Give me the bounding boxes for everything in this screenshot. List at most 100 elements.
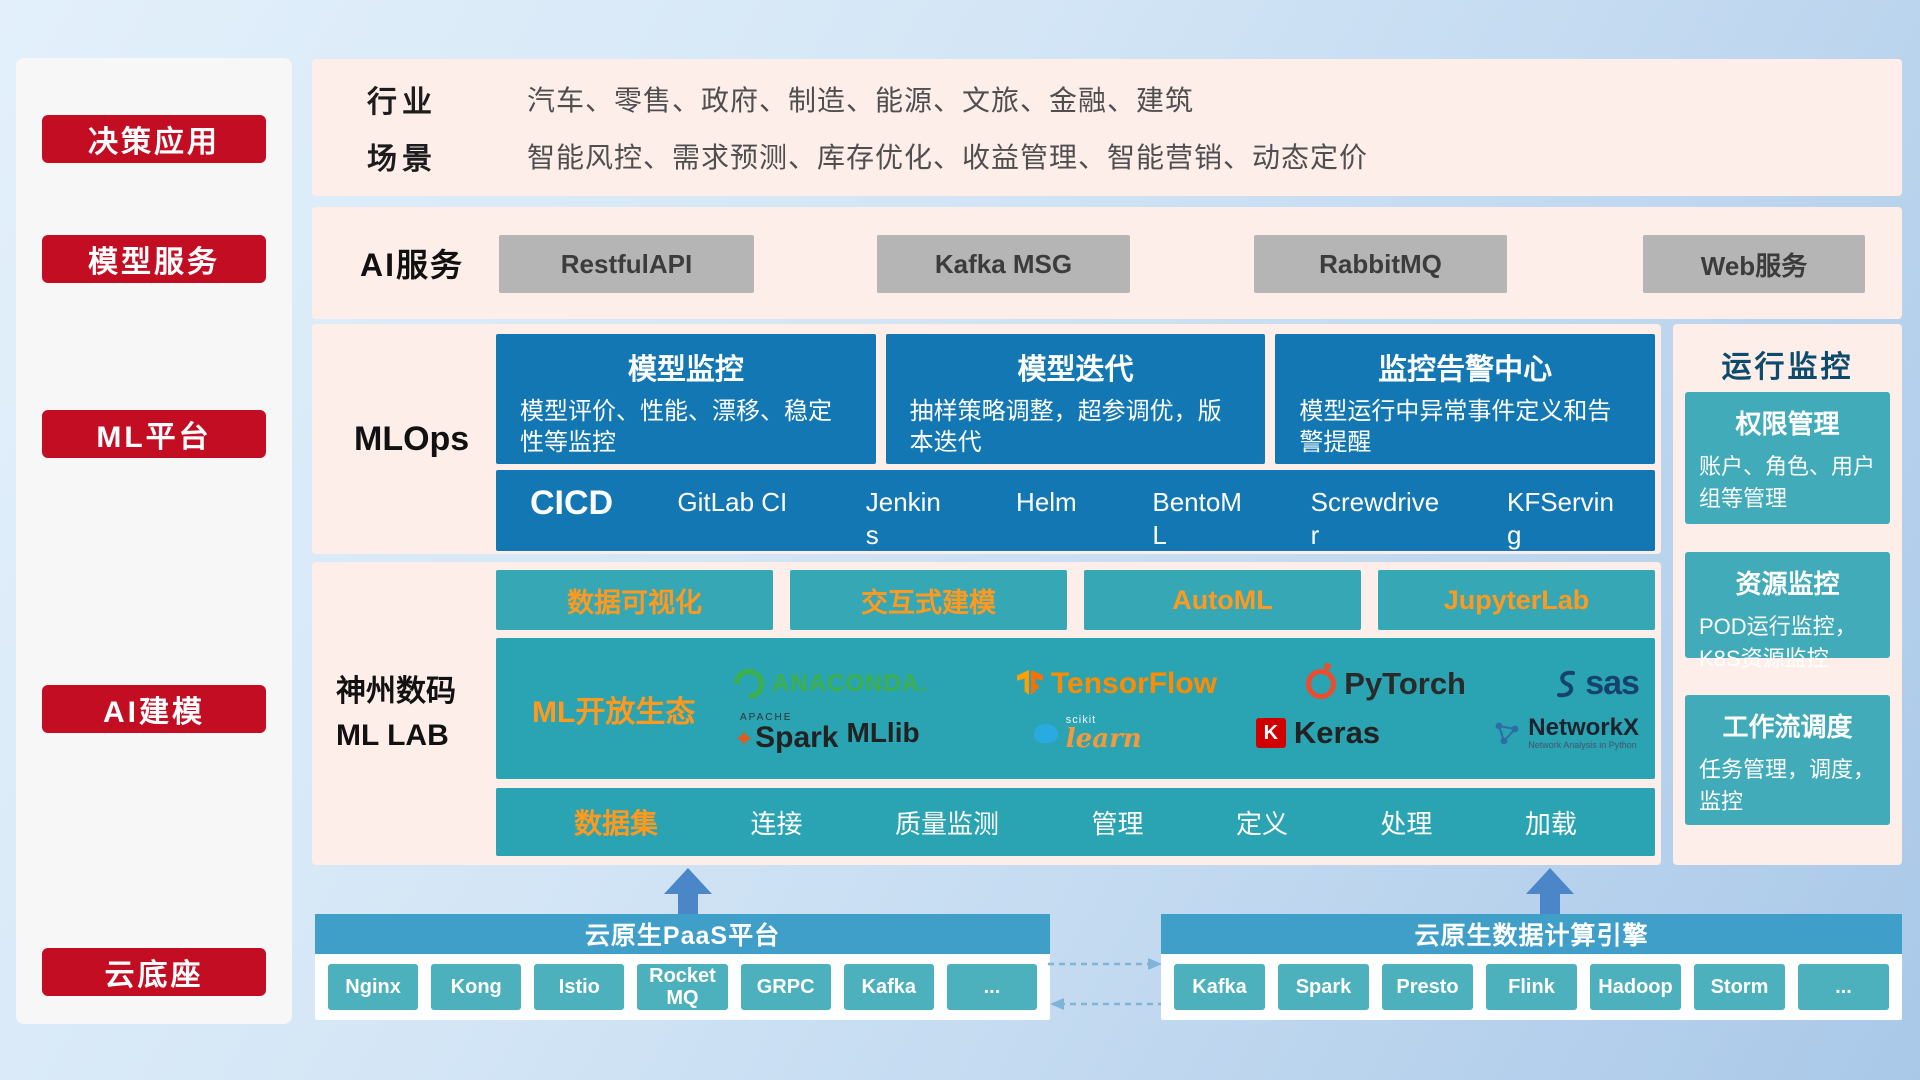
up-arrow-paas — [664, 868, 712, 914]
networkx-wordmark: NetworkX — [1528, 713, 1639, 741]
dataset-item-manage: 管理 — [1091, 808, 1144, 839]
ml-lab-label-line1: 神州数码 — [336, 675, 456, 708]
paas-item-more: ... — [946, 964, 1037, 1010]
paas-item-grpc: GRPC — [740, 964, 831, 1010]
scenario-list: 智能风控、需求预测、库存优化、收益管理、智能营销、动态定价 — [527, 142, 1369, 174]
runtime-monitoring-panel: 运行监控 权限管理 账户、角色、用户组等管理 资源监控 POD运行监控，K8S资… — [1673, 324, 1902, 865]
cloud-data-engine-panel: 云原生数据计算引擎 Kafka Spark Presto Flink Hadoo… — [1161, 914, 1902, 1020]
paas-item-istio: Istio — [534, 964, 625, 1010]
ai-service-label: AI服务 — [360, 247, 465, 283]
keras-icon: K — [1255, 718, 1286, 748]
resource-monitoring-card: 资源监控 POD运行监控，K8S资源监控 — [1685, 552, 1890, 671]
dataset-item-load: 加载 — [1524, 808, 1577, 839]
tool-data-visualization: 数据可视化 — [496, 570, 773, 630]
tensorflow-wordmark: TensorFlow — [1050, 666, 1218, 700]
keras-logo: K Keras — [1255, 715, 1381, 751]
ai-service-panel: AI服务 RestfulAPI Kafka MSG RabbitMQ Web服务 — [312, 207, 1902, 319]
networkx-logo: NetworkX Network Analysis in Python — [1494, 713, 1639, 751]
cicd-item-screwdriver: Screwdriver — [1310, 487, 1440, 550]
card-desc: POD运行监控，K8S资源监控 — [1699, 614, 1857, 671]
engine-item-presto: Presto — [1382, 964, 1473, 1010]
tool-jupyterlab: JupyterLab — [1378, 570, 1655, 630]
mllib-wordmark: MLlib — [846, 717, 920, 748]
ml-lab-panel: 神州数码 ML LAB 数据可视化 交互式建模 AutoML JupyterLa… — [312, 562, 1661, 865]
layer-label-model-service: 模型服务 — [42, 235, 266, 283]
scikit-label: scikit — [1065, 713, 1097, 726]
ecosystem-logos: ANACONDA. TensorFlow PyTorch — [727, 638, 1640, 779]
layer-label-cloud-base: 云底座 — [42, 948, 266, 996]
tensorflow-icon — [1016, 669, 1043, 695]
mlops-panel: MLOps 模型监控 模型评价、性能、漂移、稳定性等监控 模型迭代 抽样策略调整… — [312, 324, 1661, 554]
pytorch-icon — [1306, 662, 1337, 699]
networkx-icon — [1495, 722, 1519, 745]
cloud-paas-title: 云原生PaaS平台 — [315, 914, 1050, 954]
spark-wordmark: Spark — [755, 721, 839, 754]
ecosystem-label: ML开放生态 — [532, 695, 696, 729]
dataset-item-quality: 质量监测 — [894, 808, 999, 839]
paas-item-rocketmq: RocketMQ — [637, 964, 728, 1010]
layer-label-decision-apps: 决策应用 — [42, 115, 266, 163]
scikit-learn-logo: scikit learn — [1033, 713, 1142, 752]
industry-scenario-panel: 行业 汽车、零售、政府、制造、能源、文旅、金融、建筑 场景 智能风控、需求预测、… — [312, 59, 1902, 196]
cicd-item-kfserving: KFServing — [1506, 487, 1614, 550]
anaconda-wordmark: ANACONDA. — [772, 669, 928, 697]
ml-lab-tools-row: 数据可视化 交互式建模 AutoML JupyterLab — [496, 570, 1655, 630]
pytorch-wordmark: PyTorch — [1344, 665, 1466, 701]
up-arrow-data-engine — [1526, 868, 1574, 914]
card-desc: 模型评价、性能、漂移、稳定性等监控 — [520, 398, 832, 457]
card-title: 模型迭代 — [1017, 354, 1134, 386]
cloud-paas-chips: Nginx Kong Istio RocketMQ GRPC Kafka ... — [315, 954, 1050, 1020]
layer-label-ml-platform: ML平台 — [42, 410, 266, 458]
tensorflow-logo: TensorFlow — [1016, 666, 1218, 701]
sas-logo: sas — [1555, 664, 1640, 703]
sas-swirl-icon — [1557, 670, 1576, 697]
cicd-label: CICD — [530, 484, 614, 522]
runtime-monitoring-title: 运行监控 — [1721, 351, 1854, 384]
cicd-item-helm: Helm — [1016, 487, 1077, 517]
engine-item-kafka: Kafka — [1174, 964, 1265, 1010]
ml-lab-label: 神州数码 ML LAB — [336, 562, 494, 865]
anaconda-logo: ANACONDA. — [727, 662, 928, 705]
ai-service-web: Web服务 — [1643, 235, 1865, 293]
dataset-item-define: 定义 — [1235, 808, 1288, 839]
cicd-item-gitlab-ci: GitLab CI — [677, 487, 788, 517]
scenario-row: 场景 智能风控、需求预测、库存优化、收益管理、智能营销、动态定价 — [312, 134, 1902, 178]
left-layer-rail: 决策应用 模型服务 ML平台 AI建模 云底座 — [16, 58, 292, 1024]
dataset-item-connect: 连接 — [750, 808, 803, 839]
card-desc: 任务管理，调度，监控 — [1699, 757, 1876, 814]
card-title: 权限管理 — [1735, 409, 1840, 439]
mlops-label: MLOps — [354, 419, 470, 458]
ai-service-restfulapi: RestfulAPI — [499, 235, 754, 293]
pytorch-logo: PyTorch — [1306, 662, 1466, 702]
ai-service-kafka-msg: Kafka MSG — [877, 235, 1130, 293]
ai-service-rabbitmq: RabbitMQ — [1254, 235, 1507, 293]
card-desc: 模型运行中异常事件定义和告警提醒 — [1299, 398, 1612, 457]
paas-item-kafka: Kafka — [843, 964, 934, 1010]
engine-item-storm: Storm — [1694, 964, 1785, 1010]
ml-open-ecosystem-box: ML开放生态 ANACONDA. TensorFlow — [496, 638, 1655, 779]
model-iteration-card: 模型迭代 抽样策略调整，超参调优，版本迭代 — [885, 334, 1266, 464]
keras-wordmark: Keras — [1293, 715, 1381, 750]
paas-item-kong: Kong — [431, 964, 522, 1010]
permission-management-card: 权限管理 账户、角色、用户组等管理 — [1685, 392, 1890, 524]
card-title: 资源监控 — [1735, 569, 1840, 599]
card-title: 监控告警中心 — [1378, 354, 1553, 386]
cloud-data-engine-title: 云原生数据计算引擎 — [1161, 914, 1902, 954]
spark-apache-label: APACHE — [740, 712, 793, 723]
tool-automl: AutoML — [1084, 570, 1361, 630]
ml-lab-label-line2: ML LAB — [336, 718, 449, 752]
engine-item-hadoop: Hadoop — [1590, 964, 1681, 1010]
dataset-bar: 数据集 连接 质量监测 管理 定义 处理 加载 — [496, 788, 1655, 856]
cloud-paas-panel: 云原生PaaS平台 Nginx Kong Istio RocketMQ GRPC… — [315, 914, 1050, 1020]
cicd-item-jenkins: Jenkins — [865, 487, 941, 550]
industry-list: 汽车、零售、政府、制造、能源、文旅、金融、建筑 — [527, 84, 1195, 116]
alert-center-card: 监控告警中心 模型运行中异常事件定义和告警提醒 — [1275, 334, 1656, 464]
networkx-subtitle: Network Analysis in Python — [1528, 740, 1637, 751]
dataset-label: 数据集 — [574, 808, 659, 839]
logos-row-1: ANACONDA. TensorFlow PyTorch — [727, 662, 1640, 705]
dataset-item-process: 处理 — [1380, 808, 1433, 839]
engine-item-flink: Flink — [1486, 964, 1577, 1010]
paas-item-nginx: Nginx — [328, 964, 419, 1010]
cicd-item-bentoml: BentoML — [1152, 487, 1242, 550]
